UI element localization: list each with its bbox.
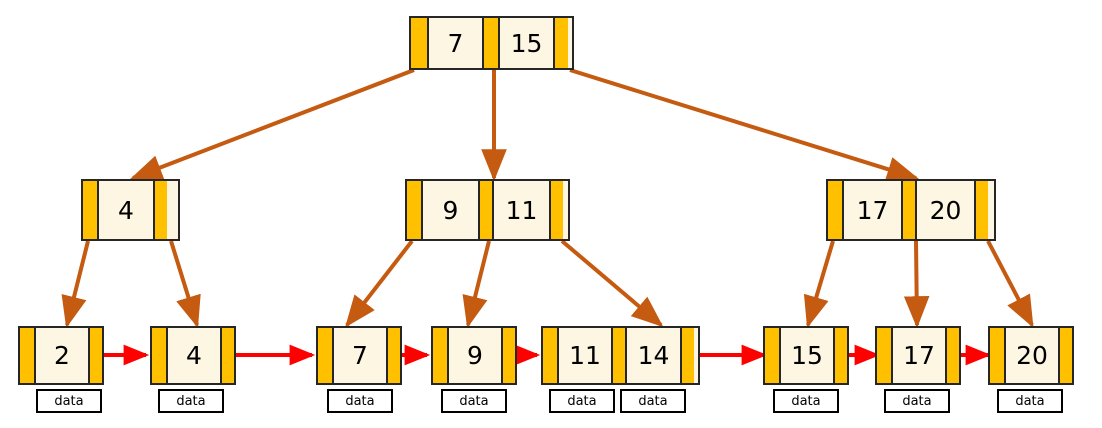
root-node[interactable]: 7 15 <box>409 16 574 70</box>
leaf-1-data-box-0: data <box>36 389 102 413</box>
internal-3-pointer-0[interactable] <box>828 181 842 239</box>
leaf-7-key-0: 17 <box>891 328 945 383</box>
leaf-6-pointer-next[interactable] <box>833 328 847 383</box>
internal-3-pointer-2[interactable] <box>974 181 988 239</box>
internal-2-to-leaf-edges <box>345 239 664 329</box>
edge-root-to-internal-3 <box>569 68 920 182</box>
edge-internal-3-to-leaf-8 <box>986 240 1034 328</box>
leaf-3-key-0: 7 <box>332 328 386 383</box>
leaf-1-pointer-prev[interactable] <box>20 328 34 383</box>
leaf-8-data-box-0: data <box>997 389 1063 413</box>
leaf-4-pointer-prev[interactable] <box>433 328 447 383</box>
leaf-node-4[interactable]: 9 <box>431 326 517 385</box>
internal-2-pointer-1[interactable] <box>478 181 492 239</box>
internal-3-pointer-1[interactable] <box>901 181 915 239</box>
root-to-internal-edges <box>130 68 920 182</box>
edge-internal-3-to-leaf-6 <box>803 240 835 329</box>
internal-node-1[interactable]: 4 <box>81 179 180 241</box>
edge-internal-2-to-leaf-4 <box>462 240 491 329</box>
leaf-node-6[interactable]: 15 <box>763 326 849 385</box>
leaf-5-pointer-prev[interactable] <box>543 328 557 383</box>
internal-2-pointer-2[interactable] <box>549 181 563 239</box>
leaf-node-8[interactable]: 20 <box>988 326 1074 385</box>
internal-3-key-1: 20 <box>915 181 974 239</box>
leaf-5-key-0: 11 <box>557 328 611 383</box>
leaf-5-data-box-1: data <box>620 389 686 413</box>
leaf-5-data-box-0: data <box>549 389 615 413</box>
leaf-1-pointer-next[interactable] <box>88 328 102 383</box>
leaf-3-pointer-next[interactable] <box>386 328 400 383</box>
root-pointer-1[interactable] <box>482 18 498 68</box>
root-key-0: 7 <box>427 18 482 68</box>
leaf-2-data-box-0: data <box>158 389 224 413</box>
internal-1-pointer-1[interactable] <box>153 181 167 239</box>
root-pointer-0[interactable] <box>411 18 427 68</box>
internal-node-3[interactable]: 17 20 <box>826 179 996 241</box>
leaf-3-pointer-prev[interactable] <box>318 328 332 383</box>
leaf-6-pointer-prev[interactable] <box>765 328 779 383</box>
edge-internal-1-to-leaf-2 <box>169 240 201 329</box>
leaf-2-pointer-next[interactable] <box>220 328 234 383</box>
leaf-8-key-0: 20 <box>1004 328 1058 383</box>
leaf-1-key-0: 2 <box>34 328 88 383</box>
leaf-node-2[interactable]: 4 <box>150 326 236 385</box>
edge-internal-2-to-leaf-5 <box>560 239 664 328</box>
leaf-6-key-0: 15 <box>779 328 833 383</box>
leaf-node-1[interactable]: 2 <box>18 326 104 385</box>
leaf-node-7[interactable]: 17 <box>875 326 961 385</box>
leaf-7-pointer-prev[interactable] <box>877 328 891 383</box>
leaf-2-key-0: 4 <box>166 328 220 383</box>
internal-3-to-leaf-edges <box>803 240 1034 329</box>
leaf-node-3[interactable]: 7 <box>316 326 402 385</box>
internal-1-key-0: 4 <box>97 181 153 239</box>
root-key-1: 15 <box>498 18 553 68</box>
internal-3-key-0: 17 <box>842 181 901 239</box>
leaf-node-5[interactable]: 11 14 <box>541 326 700 385</box>
leaf-5-pointer-next[interactable] <box>680 328 694 383</box>
internal-1-to-leaf-edges <box>61 240 201 329</box>
leaf-2-pointer-prev[interactable] <box>152 328 166 383</box>
internal-2-key-1: 11 <box>492 181 549 239</box>
leaf-4-key-0: 9 <box>447 328 501 383</box>
edge-internal-1-to-leaf-1 <box>61 240 90 329</box>
edge-internal-3-to-leaf-7 <box>903 240 930 329</box>
leaf-8-pointer-prev[interactable] <box>990 328 1004 383</box>
internal-2-key-0: 9 <box>421 181 478 239</box>
leaf-3-data-box-0: data <box>327 389 393 413</box>
leaf-5-key-1: 14 <box>625 328 680 383</box>
edge-root-to-internal-1 <box>130 68 415 180</box>
leaf-4-pointer-next[interactable] <box>501 328 515 383</box>
internal-1-pointer-0[interactable] <box>83 181 97 239</box>
edge-internal-2-to-leaf-3 <box>345 239 414 328</box>
leaf-5-pointer-mid[interactable] <box>611 328 625 383</box>
leaf-4-data-box-0: data <box>441 389 507 413</box>
leaf-8-pointer-next[interactable] <box>1058 328 1072 383</box>
internal-node-2[interactable]: 9 11 <box>405 179 570 241</box>
leaf-7-pointer-next[interactable] <box>945 328 959 383</box>
internal-2-pointer-0[interactable] <box>407 181 421 239</box>
root-pointer-2[interactable] <box>553 18 568 68</box>
leaf-7-data-box-0: data <box>884 389 950 413</box>
leaf-6-data-box-0: data <box>773 389 839 413</box>
